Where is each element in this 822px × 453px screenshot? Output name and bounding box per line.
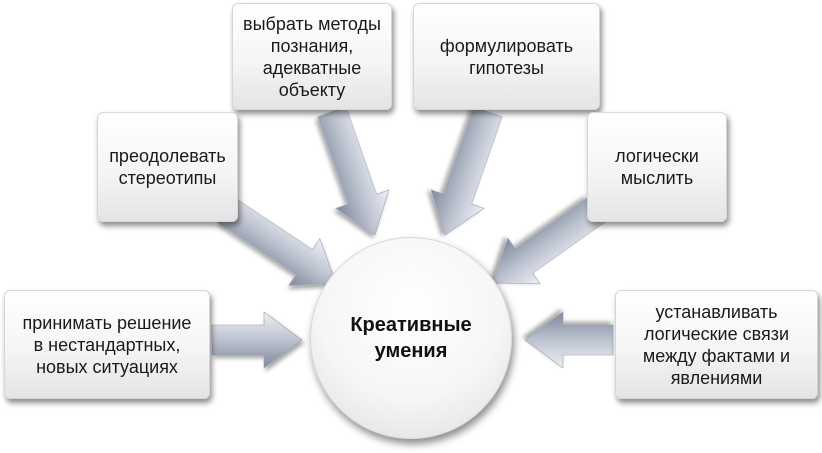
skill-box-logic: логически мыслить (587, 112, 727, 222)
arrow-from-stereotypes (217, 197, 337, 286)
arrow-from-logic (492, 197, 606, 285)
skill-label-hypotheses: формулировать гипотезы (439, 35, 574, 78)
center-circle: Креативные умения (310, 237, 512, 439)
skill-box-hypotheses: формулировать гипотезы (413, 3, 600, 110)
skill-box-links: устанавливать логические связи между фак… (615, 290, 818, 399)
skill-box-stereotypes: преодолевать стереотипы (97, 112, 238, 222)
skill-label-methods: выбрать методы познания, адекватные объе… (243, 13, 381, 100)
arrow-from-decisions (211, 311, 303, 369)
skill-label-stereotypes: преодолевать стереотипы (109, 146, 226, 188)
arrow-from-links (524, 311, 614, 369)
arrow-from-hypotheses (430, 106, 503, 236)
skill-label-decisions: принимать решение в нестандартных, новых… (22, 312, 192, 377)
arrow-from-methods (317, 106, 390, 236)
skill-box-decisions: принимать решение в нестандартных, новых… (4, 290, 210, 399)
skill-label-logic: логически мыслить (615, 146, 699, 188)
skill-box-methods: выбрать методы познания, адекватные объе… (232, 3, 392, 110)
center-title: Креативные умения (350, 314, 472, 362)
skill-label-links: устанавливать логические связи между фак… (642, 301, 791, 388)
